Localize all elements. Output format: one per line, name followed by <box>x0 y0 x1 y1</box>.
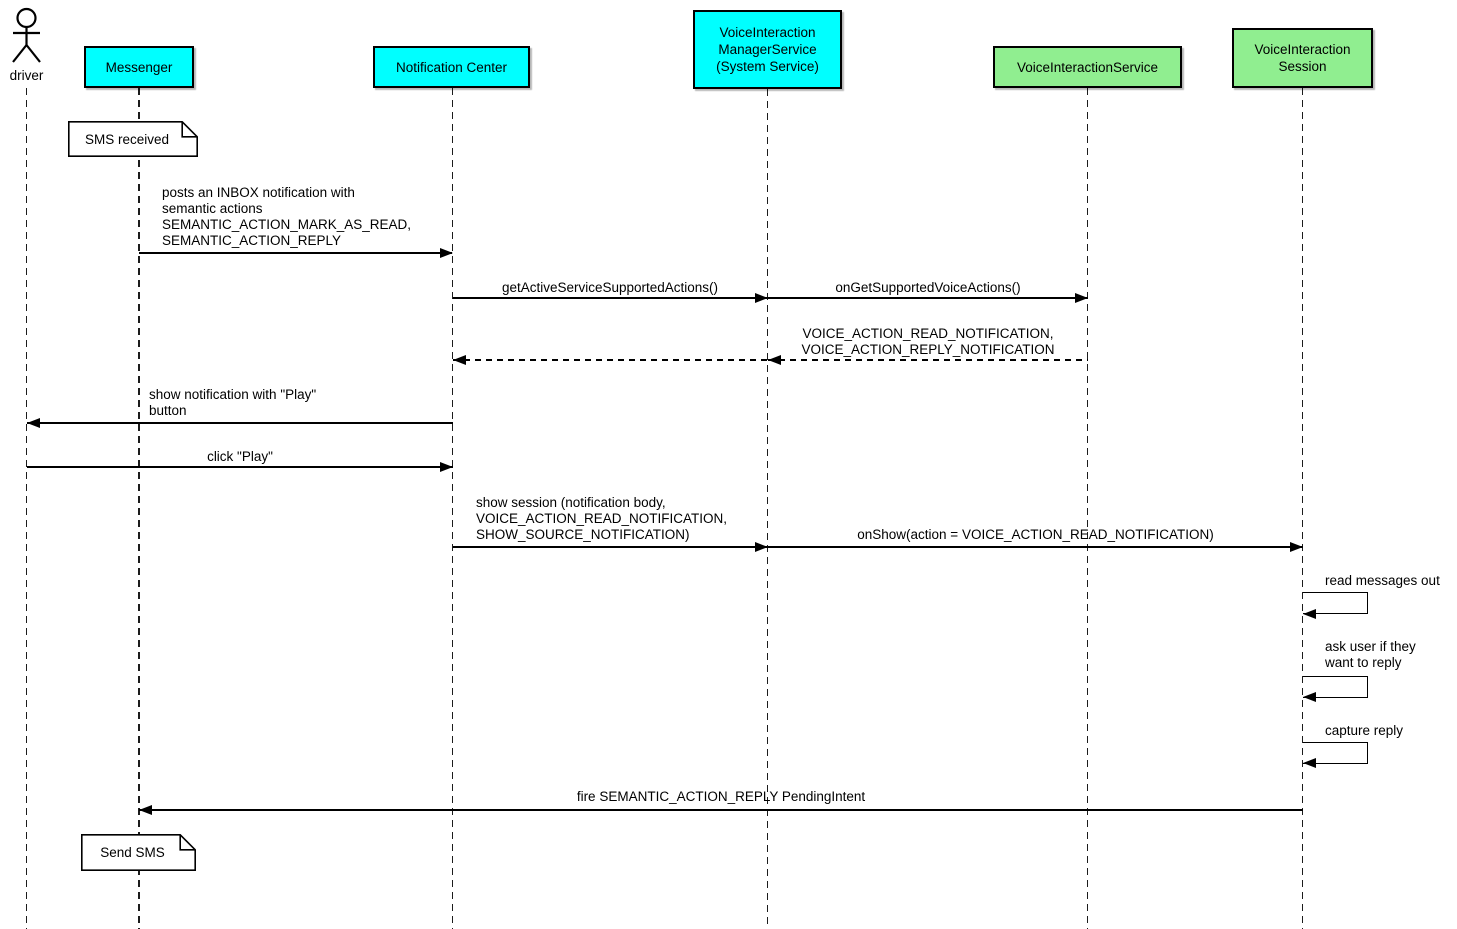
message-post-inbox-line <box>139 252 452 254</box>
arrowhead-icon <box>439 248 453 258</box>
message-show-session-line <box>452 546 768 548</box>
actor-driver-icon <box>12 7 41 63</box>
lifeline-driver <box>25 88 28 929</box>
arrowhead-icon <box>1302 608 1316 619</box>
arrowhead-icon <box>26 418 40 428</box>
self-message-capture-reply-loop <box>1302 741 1368 764</box>
arrowhead-icon <box>1074 293 1088 303</box>
message-return-to-notification-line <box>452 359 768 361</box>
lifeline-manager-service <box>766 89 769 929</box>
arrowhead-icon <box>139 805 152 815</box>
note-shape <box>81 834 196 871</box>
note-send-sms: Send SMS <box>81 834 196 871</box>
lifeline-notification-center <box>451 88 454 929</box>
message-post-inbox-label: posts an INBOX notification with semanti… <box>162 185 412 248</box>
message-click-play-line <box>26 466 453 468</box>
self-message-read-messages-loop <box>1302 592 1368 614</box>
participant-voice-interaction-service: VoiceInteractionService <box>993 46 1182 88</box>
arrowhead-icon <box>1302 758 1316 768</box>
participant-notification-center: Notification Center <box>373 46 530 88</box>
arrowhead-icon <box>754 293 768 303</box>
message-on-get-supported-label: onGetSupportedVoiceActions() <box>835 280 1021 295</box>
note-sms-received-text: SMS received <box>84 131 170 147</box>
arrowhead-icon <box>767 355 781 365</box>
arrowhead-icon <box>439 462 453 472</box>
message-fire-reply-line <box>139 809 1303 811</box>
message-return-voice-actions-label: VOICE_ACTION_READ_NOTIFICATION, VOICE_AC… <box>801 326 1055 357</box>
arrowhead-icon <box>754 542 768 552</box>
message-ask-user-label: ask user if they want to reply <box>1325 639 1416 670</box>
participant-voice-interaction-session: VoiceInteraction Session <box>1232 28 1373 88</box>
participant-messenger: Messenger <box>84 46 194 88</box>
message-read-messages-label: read messages out <box>1325 573 1440 588</box>
message-get-active-actions-line <box>452 297 768 299</box>
note-send-sms-text: Send SMS <box>100 845 165 860</box>
message-return-voice-actions-line <box>767 359 1088 361</box>
lifeline-messenger <box>138 88 140 929</box>
arrowhead-icon <box>452 355 466 365</box>
message-show-notification-line <box>26 422 453 424</box>
note-shape <box>68 121 198 157</box>
message-get-active-actions-label: getActiveServiceSupportedActions() <box>501 280 719 295</box>
lifeline-voice-interaction-session <box>1301 88 1304 929</box>
lifeline-voice-interaction-service <box>1086 88 1089 929</box>
message-fire-reply-label: fire SEMANTIC_ACTION_REPLY PendingIntent <box>576 789 866 804</box>
actor-driver-label: driver <box>9 68 44 83</box>
message-show-session-label: show session (notification body, VOICE_A… <box>476 495 728 542</box>
self-message-ask-user-loop <box>1302 675 1368 698</box>
message-on-get-supported-line <box>767 297 1088 299</box>
message-capture-reply-label: capture reply <box>1325 723 1404 738</box>
message-show-notification-label: show notification with "Play" button <box>149 387 317 418</box>
message-click-play-label: click "Play" <box>207 449 273 464</box>
arrowhead-icon <box>1302 692 1316 702</box>
note-sms-received: SMS received <box>68 121 198 157</box>
arrowhead-icon <box>1289 542 1303 552</box>
message-on-show-line <box>767 546 1303 548</box>
participant-manager-service: VoiceInteraction ManagerService (System … <box>693 10 842 89</box>
message-on-show-label: onShow(action = VOICE_ACTION_READ_NOTIFI… <box>857 527 1214 542</box>
